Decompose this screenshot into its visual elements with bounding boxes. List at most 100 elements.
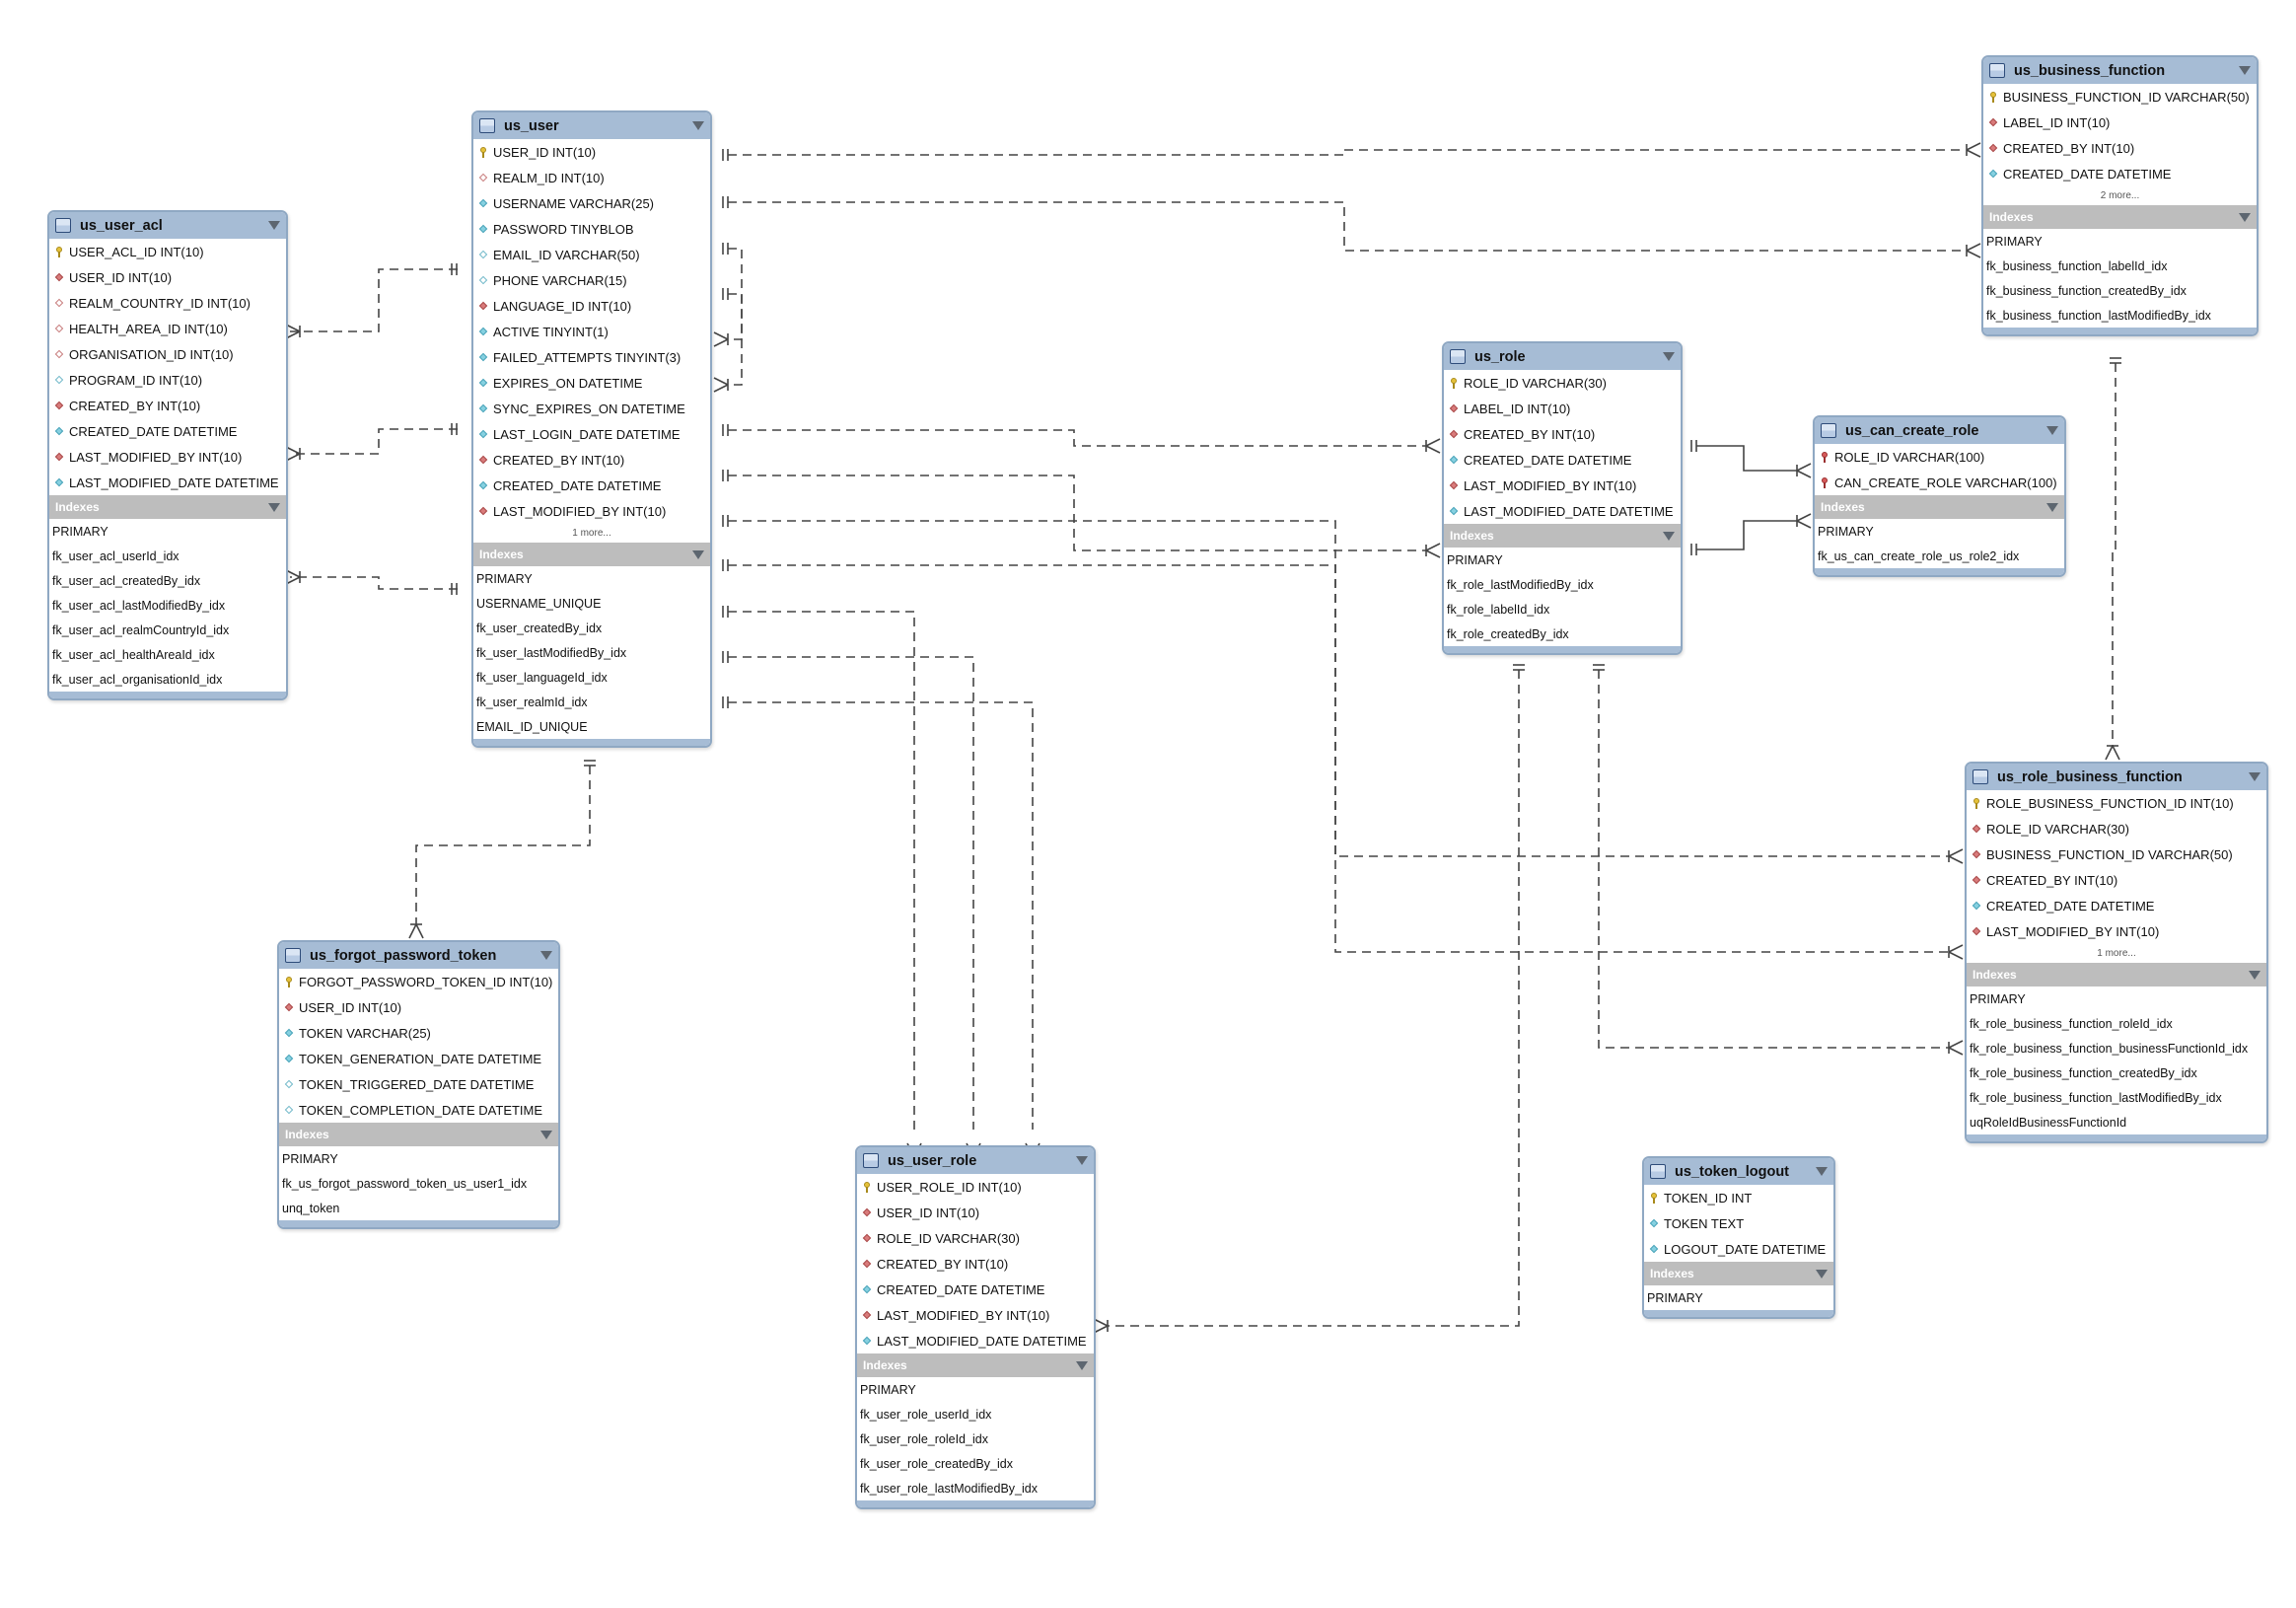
- column-row[interactable]: TOKEN_ID INT: [1644, 1185, 1833, 1210]
- column-row[interactable]: BUSINESS_FUNCTION_ID VARCHAR(50): [1967, 841, 2266, 867]
- column-row[interactable]: CREATED_DATE DATETIME: [857, 1277, 1094, 1302]
- column-row[interactable]: LAST_MODIFIED_BY INT(10): [1967, 918, 2266, 944]
- index-row[interactable]: uqRoleIdBusinessFunctionId: [1970, 1115, 2127, 1130]
- index-row[interactable]: USERNAME_UNIQUE: [476, 596, 602, 611]
- column-row[interactable]: CREATED_BY INT(10): [49, 393, 286, 418]
- index-row[interactable]: fk_user_languageId_idx: [476, 670, 608, 685]
- index-row[interactable]: fk_user_role_createdBy_idx: [860, 1456, 1013, 1471]
- indexes-header[interactable]: Indexes: [1983, 205, 2257, 229]
- column-row[interactable]: USERNAME VARCHAR(25): [473, 190, 710, 216]
- column-row[interactable]: ROLE_ID VARCHAR(30): [857, 1225, 1094, 1251]
- collapse-arrow-icon[interactable]: [2249, 970, 2260, 980]
- index-row[interactable]: fk_user_role_userId_idx: [860, 1407, 992, 1422]
- indexes-header[interactable]: Indexes: [1967, 963, 2266, 987]
- collapse-arrow-icon[interactable]: [2239, 212, 2251, 222]
- column-row[interactable]: LABEL_ID INT(10): [1444, 396, 1681, 421]
- column-row[interactable]: LAST_MODIFIED_DATE DATETIME: [49, 470, 286, 495]
- column-row[interactable]: TOKEN_GENERATION_DATE DATETIME: [279, 1046, 558, 1071]
- collapse-arrow-icon[interactable]: [692, 549, 704, 559]
- index-row[interactable]: fk_user_createdBy_idx: [476, 621, 603, 635]
- collapse-arrow-icon[interactable]: [1816, 1167, 1828, 1176]
- collapse-arrow-icon[interactable]: [540, 1130, 552, 1139]
- column-row[interactable]: USER_ACL_ID INT(10): [49, 239, 286, 264]
- more-columns-label[interactable]: 2 more...: [2100, 190, 2140, 201]
- index-row[interactable]: fk_user_acl_lastModifiedBy_idx: [52, 598, 226, 613]
- column-row[interactable]: CREATED_DATE DATETIME: [49, 418, 286, 444]
- more-columns-label[interactable]: 1 more...: [2097, 948, 2136, 959]
- index-row[interactable]: PRIMARY: [476, 571, 533, 586]
- column-row[interactable]: ROLE_ID VARCHAR(100): [1815, 444, 2064, 470]
- collapse-arrow-icon[interactable]: [2239, 66, 2251, 75]
- index-row[interactable]: fk_role_business_function_roleId_idx: [1970, 1016, 2173, 1031]
- index-row[interactable]: fk_role_business_function_businessFuncti…: [1970, 1041, 2249, 1056]
- column-row[interactable]: PASSWORD TINYBLOB: [473, 216, 710, 242]
- column-row[interactable]: TOKEN_COMPLETION_DATE DATETIME: [279, 1097, 558, 1123]
- index-row[interactable]: fk_role_lastModifiedBy_idx: [1447, 577, 1594, 592]
- column-row[interactable]: BUSINESS_FUNCTION_ID VARCHAR(50): [1983, 84, 2257, 110]
- index-row[interactable]: fk_role_createdBy_idx: [1447, 626, 1569, 641]
- index-row[interactable]: PRIMARY: [282, 1151, 338, 1166]
- collapse-arrow-icon[interactable]: [268, 502, 280, 512]
- column-row[interactable]: PROGRAM_ID INT(10): [49, 367, 286, 393]
- column-row[interactable]: LABEL_ID INT(10): [1983, 110, 2257, 135]
- column-row[interactable]: PHONE VARCHAR(15): [473, 267, 710, 293]
- index-row[interactable]: PRIMARY: [1647, 1290, 1703, 1305]
- index-row[interactable]: fk_user_acl_userId_idx: [52, 548, 179, 563]
- indexes-header[interactable]: Indexes: [473, 543, 710, 566]
- column-row[interactable]: ACTIVE TINYINT(1): [473, 319, 710, 344]
- column-row[interactable]: EXPIRES_ON DATETIME: [473, 370, 710, 396]
- indexes-header[interactable]: Indexes: [49, 495, 286, 519]
- column-row[interactable]: LAST_LOGIN_DATE DATETIME: [473, 421, 710, 447]
- column-row[interactable]: EMAIL_ID VARCHAR(50): [473, 242, 710, 267]
- indexes-header[interactable]: Indexes: [1815, 495, 2064, 519]
- index-row[interactable]: EMAIL_ID_UNIQUE: [476, 719, 588, 734]
- column-row[interactable]: CREATED_DATE DATETIME: [1967, 893, 2266, 918]
- indexes-header[interactable]: Indexes: [1644, 1262, 1833, 1285]
- collapse-arrow-icon[interactable]: [2249, 772, 2260, 781]
- column-row[interactable]: USER_ID INT(10): [857, 1200, 1094, 1225]
- collapse-arrow-icon[interactable]: [1816, 1269, 1828, 1279]
- column-row[interactable]: REALM_COUNTRY_ID INT(10): [49, 290, 286, 316]
- column-row[interactable]: SYNC_EXPIRES_ON DATETIME: [473, 396, 710, 421]
- column-row[interactable]: TOKEN VARCHAR(25): [279, 1020, 558, 1046]
- index-row[interactable]: fk_user_acl_organisationId_idx: [52, 672, 223, 687]
- column-row[interactable]: CAN_CREATE_ROLE VARCHAR(100): [1815, 470, 2064, 495]
- index-row[interactable]: fk_user_lastModifiedBy_idx: [476, 645, 627, 660]
- collapse-arrow-icon[interactable]: [692, 121, 704, 130]
- collapse-arrow-icon[interactable]: [1663, 531, 1675, 541]
- column-row[interactable]: CREATED_BY INT(10): [857, 1251, 1094, 1277]
- index-row[interactable]: fk_us_forgot_password_token_us_user1_idx: [282, 1176, 528, 1191]
- column-row[interactable]: LANGUAGE_ID INT(10): [473, 293, 710, 319]
- column-row[interactable]: TOKEN TEXT: [1644, 1210, 1833, 1236]
- index-row[interactable]: PRIMARY: [1447, 552, 1503, 567]
- index-row[interactable]: PRIMARY: [1986, 234, 2043, 249]
- index-row[interactable]: PRIMARY: [860, 1382, 916, 1397]
- indexes-header[interactable]: Indexes: [279, 1123, 558, 1146]
- column-row[interactable]: LAST_MODIFIED_BY INT(10): [857, 1302, 1094, 1328]
- column-row[interactable]: CREATED_BY INT(10): [1983, 135, 2257, 161]
- index-row[interactable]: fk_role_business_function_lastModifiedBy…: [1970, 1090, 2222, 1105]
- index-row[interactable]: fk_user_realmId_idx: [476, 694, 588, 709]
- index-row[interactable]: fk_role_labelId_idx: [1447, 602, 1550, 617]
- column-row[interactable]: REALM_ID INT(10): [473, 165, 710, 190]
- column-row[interactable]: ROLE_ID VARCHAR(30): [1967, 816, 2266, 841]
- column-row[interactable]: LOGOUT_DATE DATETIME: [1644, 1236, 1833, 1262]
- index-row[interactable]: fk_user_role_roleId_idx: [860, 1431, 988, 1446]
- indexes-header[interactable]: Indexes: [1444, 524, 1681, 548]
- collapse-arrow-icon[interactable]: [1076, 1156, 1088, 1165]
- column-row[interactable]: ROLE_ID VARCHAR(30): [1444, 370, 1681, 396]
- collapse-arrow-icon[interactable]: [2046, 502, 2058, 512]
- index-row[interactable]: fk_user_acl_createdBy_idx: [52, 573, 201, 588]
- collapse-arrow-icon[interactable]: [1663, 352, 1675, 361]
- column-row[interactable]: LAST_MODIFIED_BY INT(10): [1444, 473, 1681, 498]
- index-row[interactable]: PRIMARY: [1818, 524, 1874, 539]
- more-columns-label[interactable]: 1 more...: [572, 528, 611, 539]
- index-row[interactable]: fk_user_acl_realmCountryId_idx: [52, 622, 230, 637]
- collapse-arrow-icon[interactable]: [1076, 1360, 1088, 1370]
